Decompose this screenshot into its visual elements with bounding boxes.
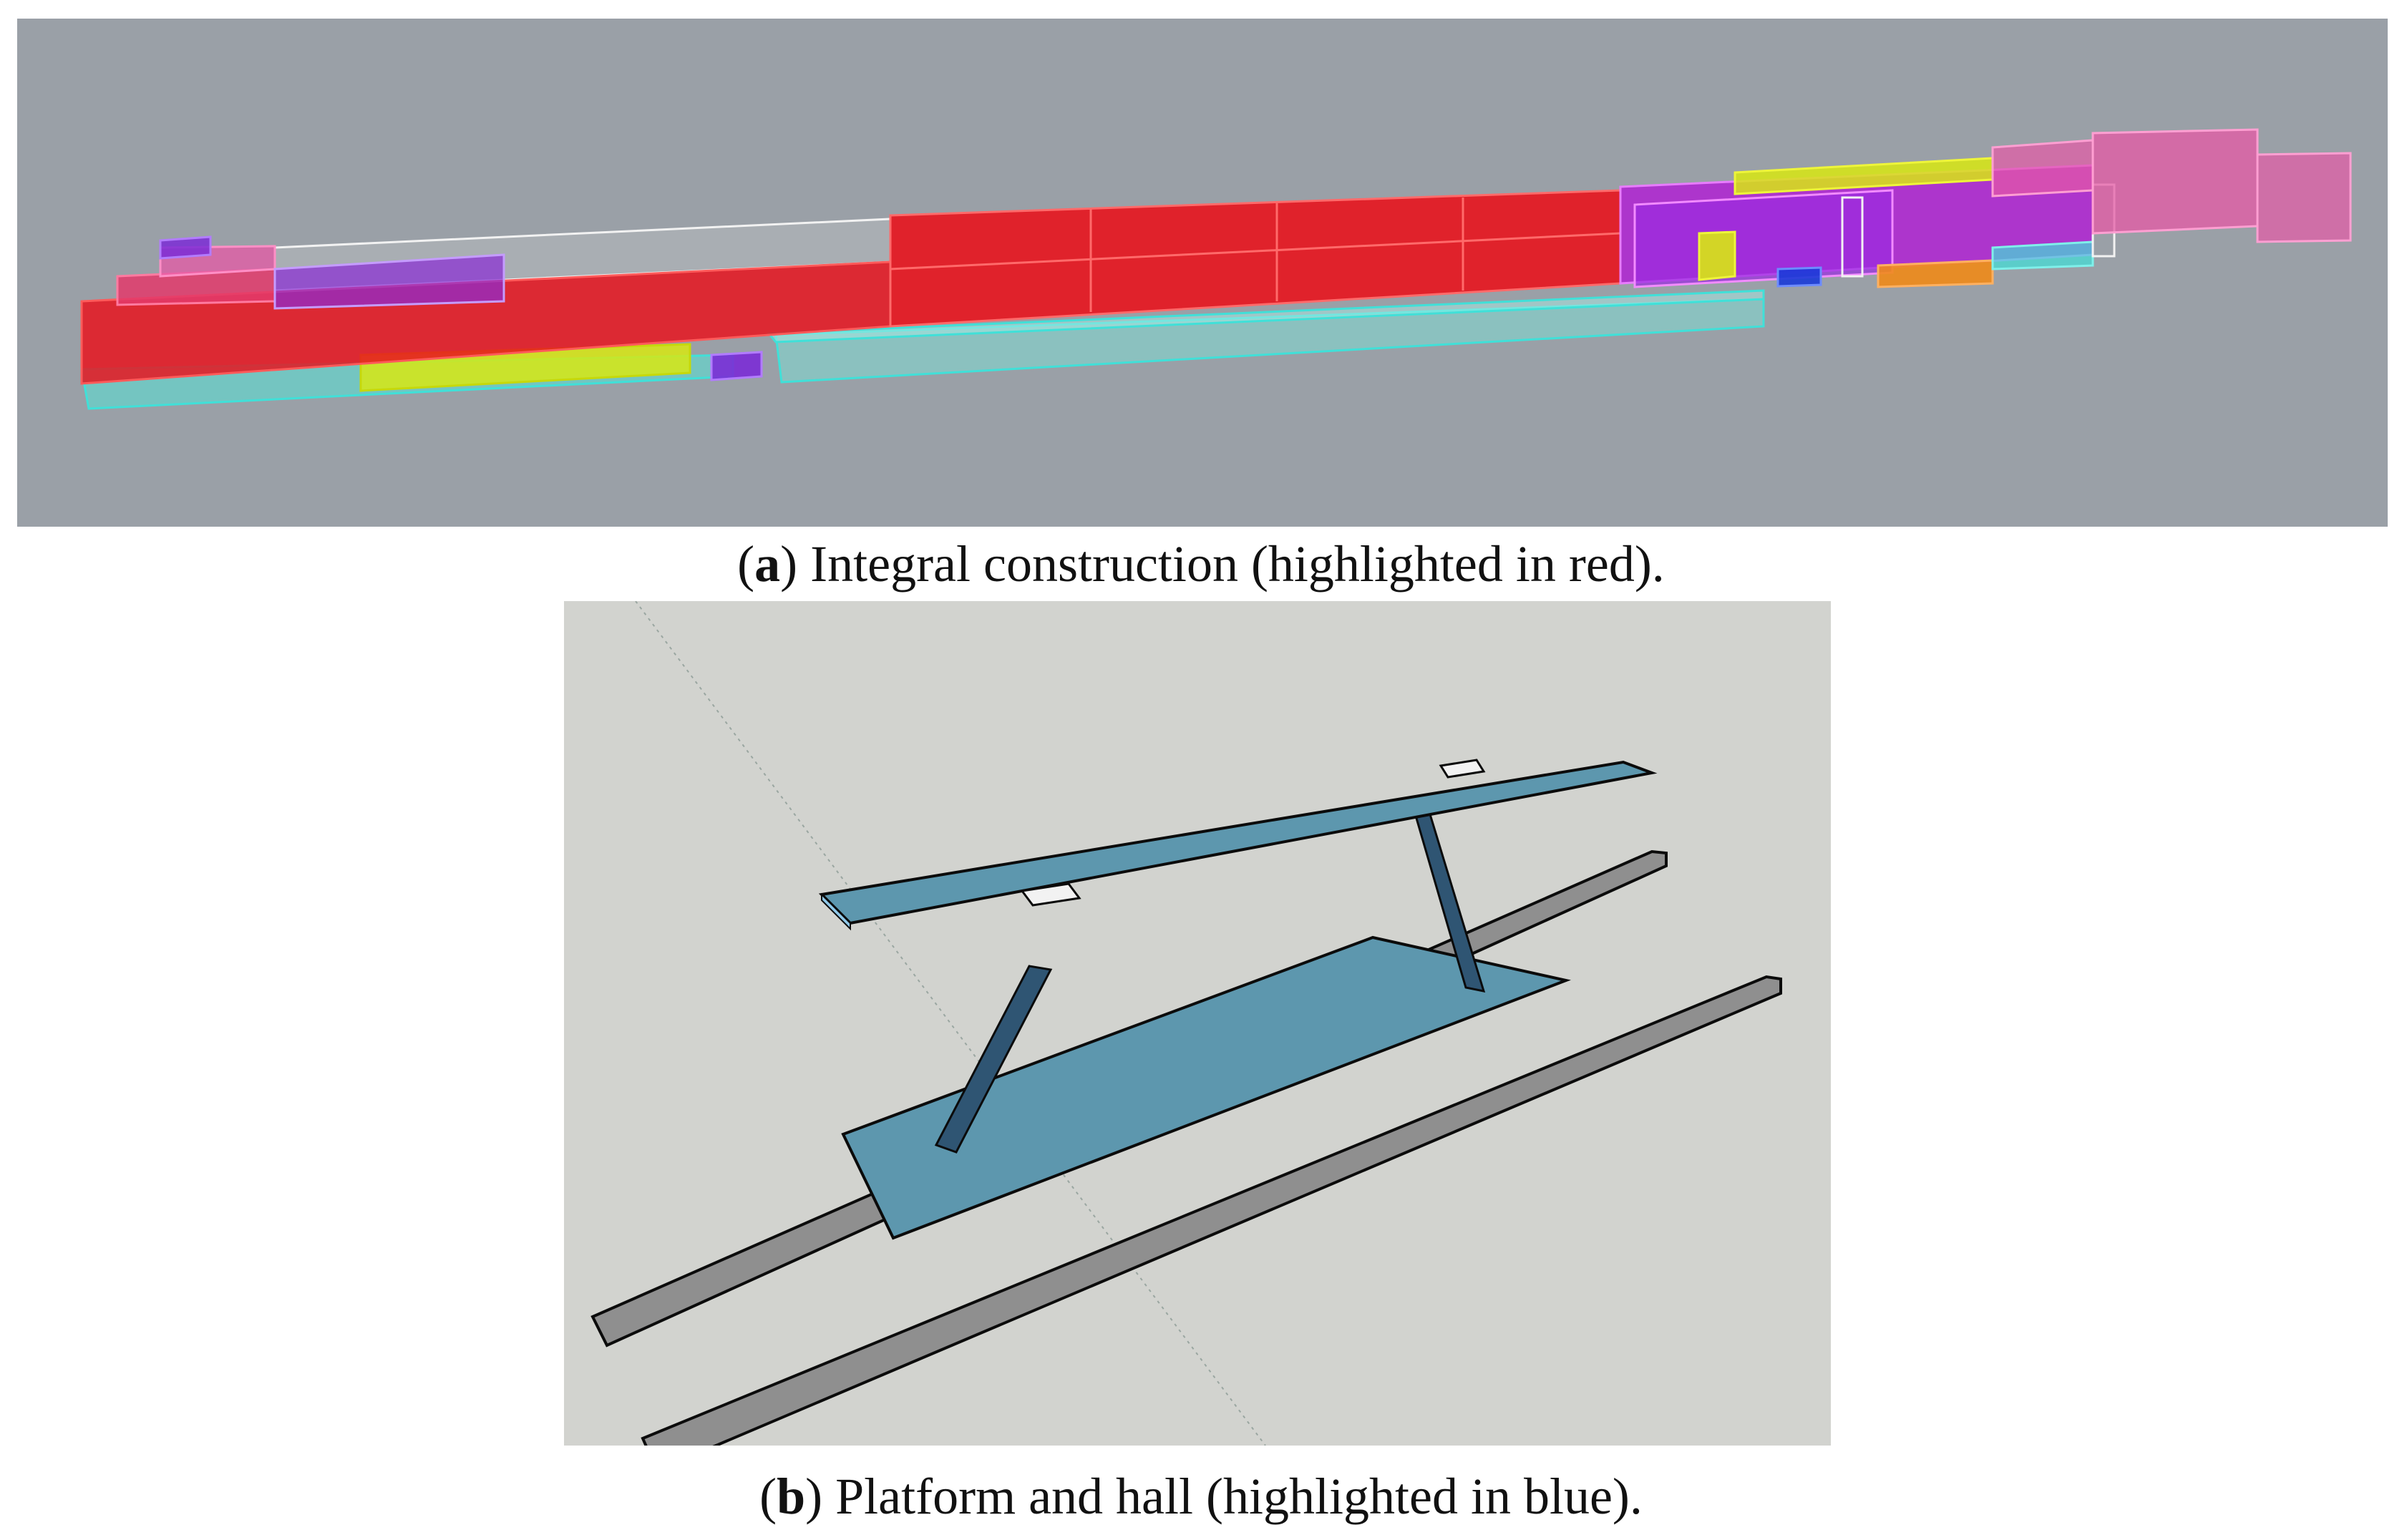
station-model-a xyxy=(80,128,2352,410)
platform-slab xyxy=(841,935,1571,1240)
violet-block-left xyxy=(159,235,212,260)
track-near xyxy=(641,975,1782,1446)
pink-block-right xyxy=(2091,128,2259,235)
caption-b: (b) Platform and hall (highlighted in bl… xyxy=(759,1468,1643,1525)
caption-b-text: Platform and hall (highlighted in blue). xyxy=(835,1468,1643,1525)
stair-left xyxy=(934,965,1053,1154)
violet-block-mid-left xyxy=(273,253,505,310)
panel-a-integral-construction-render xyxy=(17,19,2388,527)
panel-b-platform-hall-render xyxy=(564,601,1831,1446)
caption-a-text: Integral construction (highlighted in re… xyxy=(810,535,1665,593)
caption-a: (a) Integral construction (highlighted i… xyxy=(737,535,1665,593)
caption-b-label: b xyxy=(777,1468,806,1525)
caption-a-label: a xyxy=(754,535,781,593)
orange-block-right xyxy=(1877,259,1994,288)
panel-b-model-svg xyxy=(564,601,1831,1446)
blue-block-right xyxy=(1776,266,1822,288)
panel-a-model-svg xyxy=(17,19,2388,527)
white-stair-frame-right xyxy=(1841,196,1864,278)
hall-opening-right xyxy=(1439,759,1486,779)
hall-opening-left xyxy=(1020,882,1081,907)
